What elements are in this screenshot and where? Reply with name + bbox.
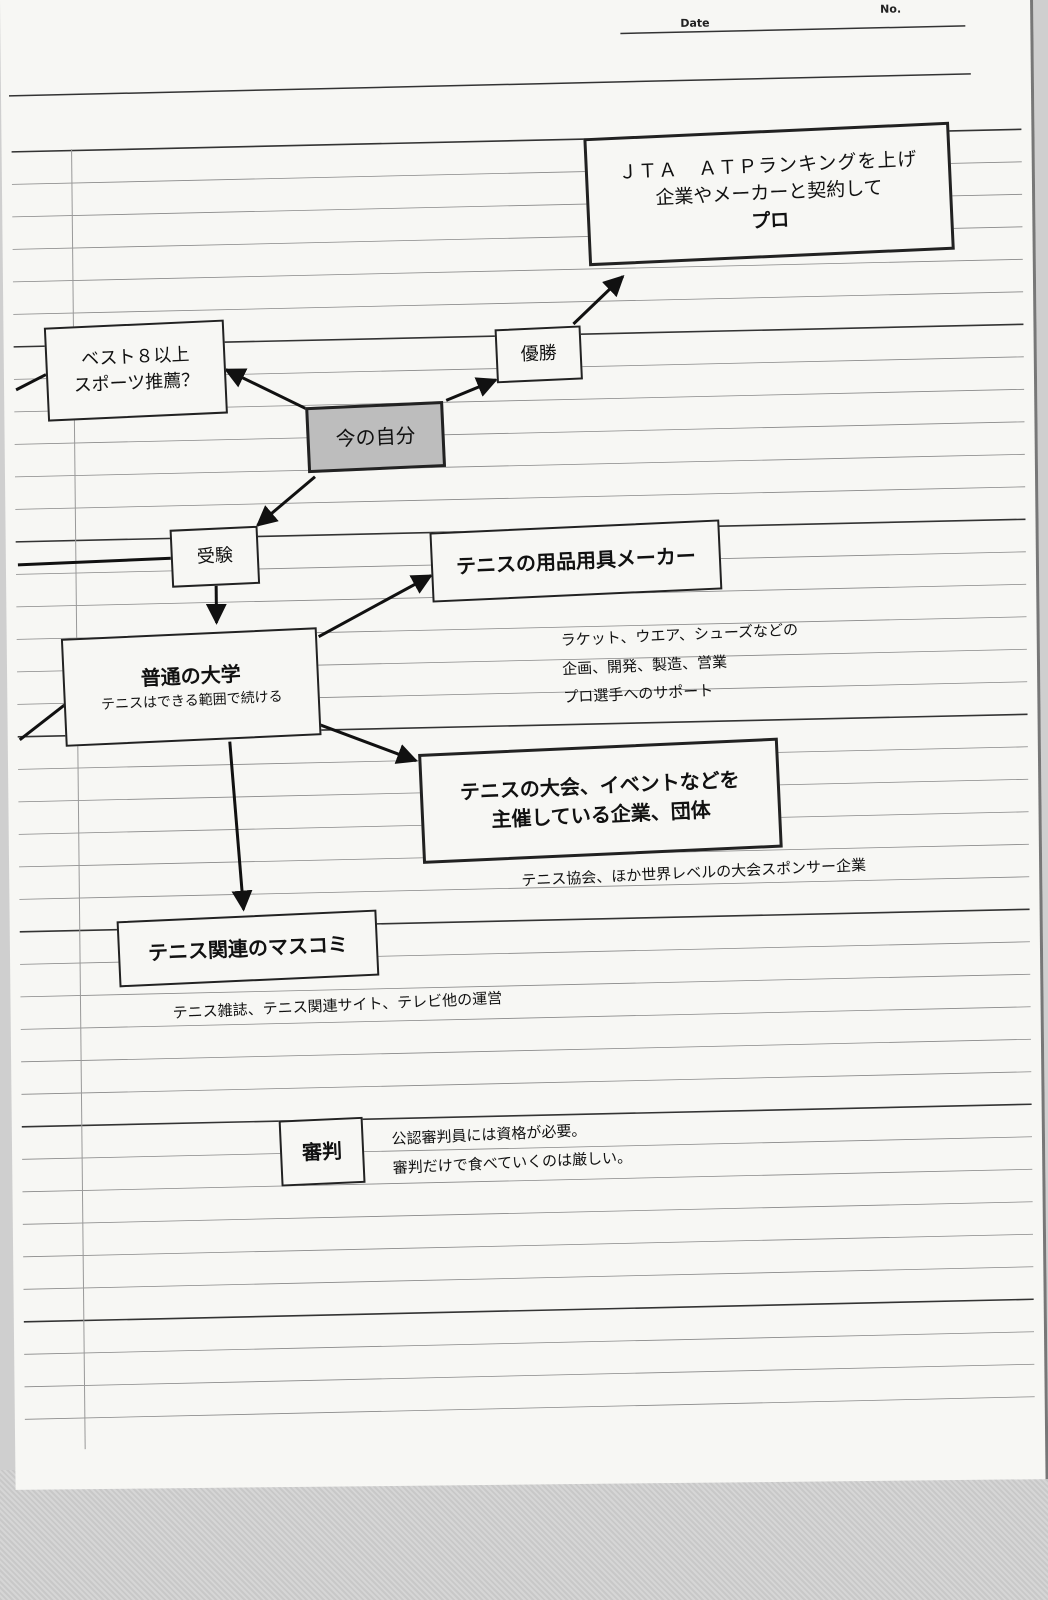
ruled-line xyxy=(23,1298,1034,1323)
ruled-line xyxy=(21,1071,1032,1095)
ruled-line xyxy=(14,453,1025,478)
line-university-left xyxy=(18,703,67,742)
arrow-self-to-best8 xyxy=(223,368,307,411)
node-victory: 優勝 xyxy=(494,325,583,384)
node-current-self: 今の自分 xyxy=(305,400,447,474)
exam-label: 受験 xyxy=(196,544,234,568)
note-maker: ラケット、ウエア、シューズなどの 企画、開発、製造、営業 プロ選手へのサポート xyxy=(560,616,801,712)
referee-label: 審判 xyxy=(301,1138,343,1165)
arrow-self-to-victory xyxy=(445,377,498,402)
ruled-line xyxy=(13,291,1024,315)
node-university: 普通の大学 テニスはできる範囲で続ける xyxy=(60,627,322,747)
note-referee: 公認審判員には資格が必要。 審判だけで食べていくのは厳しい。 xyxy=(391,1114,633,1182)
node-exam: 受験 xyxy=(169,525,261,588)
arrow-self-to-exam xyxy=(255,475,316,527)
top-rule xyxy=(8,73,971,97)
node-best8: ベスト８以上 スポーツ推薦？ xyxy=(43,319,228,422)
desk-shadow xyxy=(0,1470,1048,1600)
notebook-page: Date No. ＪＴＡ ＡＴＰランキングを上げ 企業やメーカーと契約して プ xyxy=(0,0,1048,1490)
best8-line2: スポーツ推薦？ xyxy=(73,369,200,397)
ruled-line xyxy=(21,1103,1032,1128)
ruled-line xyxy=(19,876,1030,900)
ruled-line xyxy=(15,486,1026,510)
node-event-org: テニスの大会、イベントなどを 主催している企業、団体 xyxy=(418,737,783,864)
arrow-university-to-maker xyxy=(317,574,433,639)
ruled-line xyxy=(20,973,1031,998)
ruled-line xyxy=(22,1168,1033,1193)
university-line2: テニスはできる範囲で続ける xyxy=(100,689,283,714)
ruled-line xyxy=(12,258,1023,283)
node-referee: 審判 xyxy=(278,1116,366,1187)
ruled-line xyxy=(24,1363,1035,1388)
arrow-university-to-media xyxy=(228,741,253,912)
connector-arrows xyxy=(15,275,625,912)
media-label: テニス関連のマスコミ xyxy=(147,931,349,965)
ruled-line xyxy=(20,1006,1031,1030)
arrow-university-to-event xyxy=(319,723,418,764)
victory-label: 優勝 xyxy=(520,342,558,366)
node-tennis-maker: テニスの用品用具メーカー xyxy=(429,519,723,603)
current-self-label: 今の自分 xyxy=(335,422,417,451)
arrow-victory-to-pro xyxy=(572,275,625,326)
line-best8-left xyxy=(15,373,47,392)
ruled-line xyxy=(14,421,1025,445)
tennis-maker-label: テニスの用品用具メーカー xyxy=(455,543,697,578)
ruled-line xyxy=(22,1136,1032,1160)
header-rule xyxy=(620,25,966,35)
line-exam-left xyxy=(17,556,171,567)
ruled-line xyxy=(23,1266,1034,1290)
node-media: テニス関連のマスコミ xyxy=(116,909,380,988)
ruled-line xyxy=(24,1331,1035,1355)
ruled-line xyxy=(24,1396,1035,1420)
pro-goal-line3: プロ xyxy=(750,208,790,233)
ruled-line xyxy=(23,1233,1033,1258)
university-line1: 普通の大学 xyxy=(140,662,242,691)
ruled-line xyxy=(21,1038,1031,1063)
ruled-line xyxy=(22,1201,1033,1225)
node-pro-goal: ＪＴＡ ＡＴＰランキングを上げ 企業やメーカーと契約して プロ xyxy=(583,121,955,267)
